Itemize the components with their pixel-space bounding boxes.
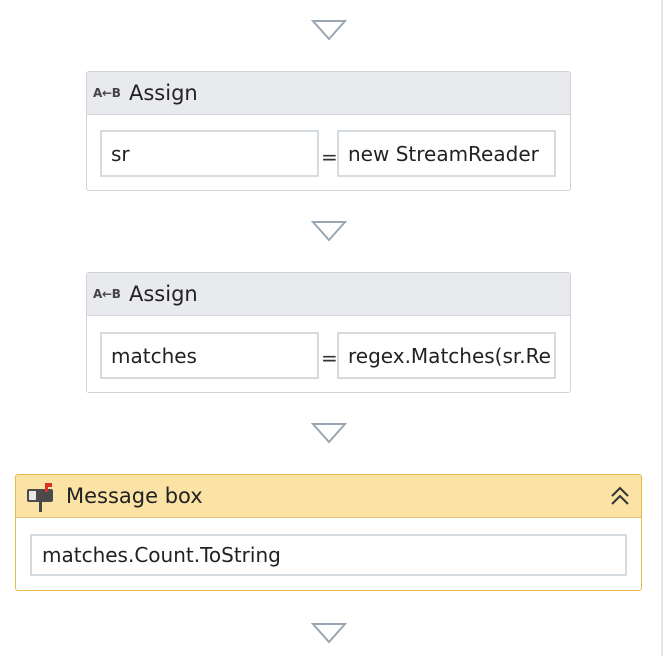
assign-icon: A←B	[93, 86, 121, 100]
message-box-activity[interactable]: Message box matches.Count.ToString	[15, 474, 642, 591]
assign-value-field[interactable]: regex.Matches(sr.Re	[337, 332, 556, 379]
drop-zone-arrow-icon[interactable]	[311, 19, 347, 41]
activity-header[interactable]: A←B Assign	[87, 273, 570, 316]
assign-icon: A←B	[93, 287, 121, 301]
drop-zone-arrow-icon[interactable]	[311, 220, 347, 242]
assign-value-field[interactable]: new StreamReader	[337, 130, 556, 177]
activity-header[interactable]: A←B Assign	[87, 72, 570, 115]
activity-title: Assign	[129, 81, 198, 105]
assign-operator: =	[321, 346, 338, 370]
assign-to-field[interactable]: matches	[100, 332, 319, 379]
assign-to-field[interactable]: sr	[100, 130, 319, 177]
message-text-field[interactable]: matches.Count.ToString	[30, 534, 627, 576]
activity-title: Message box	[66, 484, 203, 508]
collapse-chevron-up-icon[interactable]	[608, 484, 632, 508]
assign-operator: =	[321, 145, 338, 169]
canvas-scroll-edge	[661, 0, 663, 656]
activity-title: Assign	[129, 282, 198, 306]
drop-zone-arrow-icon[interactable]	[311, 622, 347, 644]
activity-header[interactable]: Message box	[16, 475, 641, 518]
message-box-icon	[27, 483, 53, 512]
drop-zone-arrow-icon[interactable]	[311, 422, 347, 444]
